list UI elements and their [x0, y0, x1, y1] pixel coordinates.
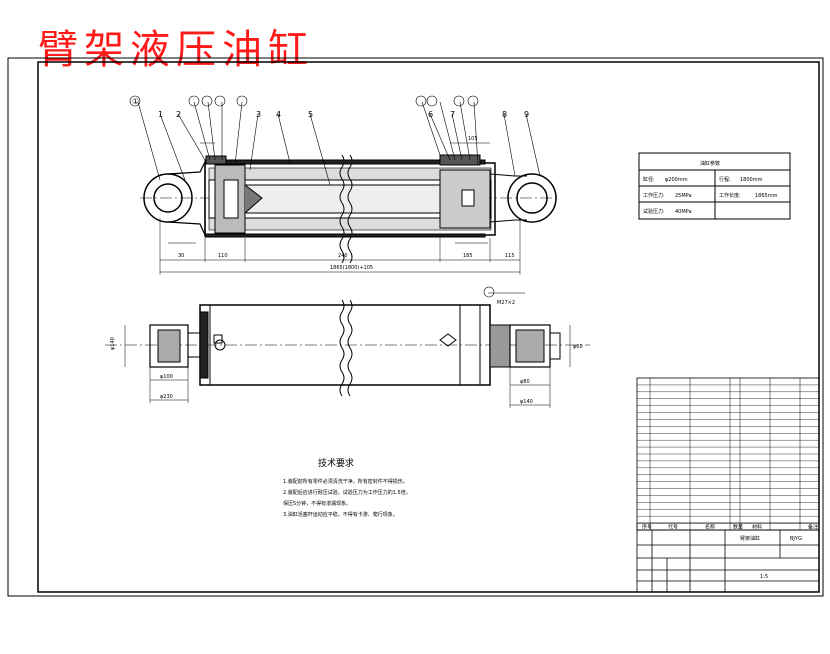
dimension-texts: 30 110 240 185 115 1865(1800)+105 105 — [178, 136, 515, 271]
svg-text:9: 9 — [524, 110, 529, 119]
title-block — [636, 529, 820, 593]
svg-text:1865(1800)+105: 1865(1800)+105 — [330, 265, 373, 271]
svg-text:240: 240 — [338, 253, 348, 259]
svg-text:2: 2 — [176, 110, 181, 119]
part-name: 臂架油缸 — [740, 535, 760, 542]
svg-text:缸径:: 缸径: — [643, 176, 655, 183]
bom-header: 代号 — [668, 524, 678, 531]
svg-text:φ230: φ230 — [160, 394, 173, 400]
svg-text:185: 185 — [463, 253, 473, 259]
svg-text:3.油缸活塞杆运动应平稳，不得有卡滞、爬行现象。: 3.油缸活塞杆运动应平稳，不得有卡滞、爬行现象。 — [283, 511, 398, 518]
svg-text:40MPa: 40MPa — [675, 209, 692, 215]
cylinder-section-view — [137, 101, 560, 275]
svg-text:6: 6 — [428, 110, 433, 119]
svg-text:7: 7 — [450, 110, 455, 119]
bom-table: 序号 代号 名称 数量 材料 备注 — [636, 377, 820, 531]
tech-requirements: 技术要求 1.装配前所有零件必须清洗干净，所有密封件不得损伤。 2.装配后应进行… — [283, 457, 411, 518]
svg-text:25MPa: 25MPa — [675, 193, 692, 199]
outer-frame — [7, 57, 824, 597]
dim-text: 30 — [178, 253, 184, 259]
svg-text:2.装配后应进行耐压试验，试验压力为工作压力的1.5倍，: 2.装配后应进行耐压试验，试验压力为工作压力的1.5倍， — [283, 489, 411, 496]
inner-frame — [37, 61, 820, 593]
svg-text:工作长度:: 工作长度: — [719, 192, 741, 199]
svg-text:φ140: φ140 — [520, 399, 533, 405]
svg-text:保压5分钟，不得有渗漏现象。: 保压5分钟，不得有渗漏现象。 — [283, 500, 351, 507]
svg-text:M27×2: M27×2 — [497, 300, 515, 306]
svg-text:①: ① — [132, 97, 139, 106]
svg-text:1: 1 — [158, 110, 163, 119]
svg-text:3: 3 — [256, 110, 261, 119]
svg-text:技术要求: 技术要求 — [318, 457, 354, 469]
svg-text:5: 5 — [308, 110, 313, 119]
parameter-table — [638, 152, 791, 220]
cylinder-outer-view — [105, 292, 590, 408]
svg-text:4: 4 — [276, 110, 281, 119]
svg-text:φ200mm: φ200mm — [665, 177, 688, 183]
svg-text:工作压力:: 工作压力: — [643, 192, 665, 199]
svg-text:1865mm: 1865mm — [755, 193, 778, 199]
svg-text:行程:: 行程: — [719, 176, 731, 183]
drawing-title: 臂架液压油缸 — [38, 27, 314, 73]
scale: 1:5 — [760, 574, 768, 580]
svg-text:8: 8 — [502, 110, 507, 119]
svg-text:105: 105 — [468, 136, 478, 142]
svg-text:φ80: φ80 — [520, 379, 530, 385]
callout-labels: ① 1 2 3 4 5 6 7 8 9 — [129, 95, 529, 119]
drawing-no: BJYG — [790, 536, 802, 542]
svg-text:试验压力:: 试验压力: — [643, 208, 665, 215]
svg-text:1800mm: 1800mm — [740, 177, 763, 183]
svg-text:φ140: φ140 — [110, 337, 116, 350]
svg-text:φ60: φ60 — [573, 344, 583, 350]
bom-header: 数量 — [733, 524, 743, 531]
bom-header: 材料 — [752, 524, 762, 531]
param-table-header: 油缸参数 — [700, 160, 720, 167]
bom-header: 名称 — [705, 524, 715, 531]
svg-text:115: 115 — [505, 253, 515, 259]
svg-text:φ100: φ100 — [160, 374, 173, 380]
bom-header: 备注 — [808, 524, 818, 531]
svg-text:1.装配前所有零件必须清洗干净，所有密封件不得损伤。: 1.装配前所有零件必须清洗干净，所有密封件不得损伤。 — [283, 478, 408, 485]
bom-header: 序号 — [642, 524, 652, 531]
svg-text:110: 110 — [218, 253, 228, 259]
